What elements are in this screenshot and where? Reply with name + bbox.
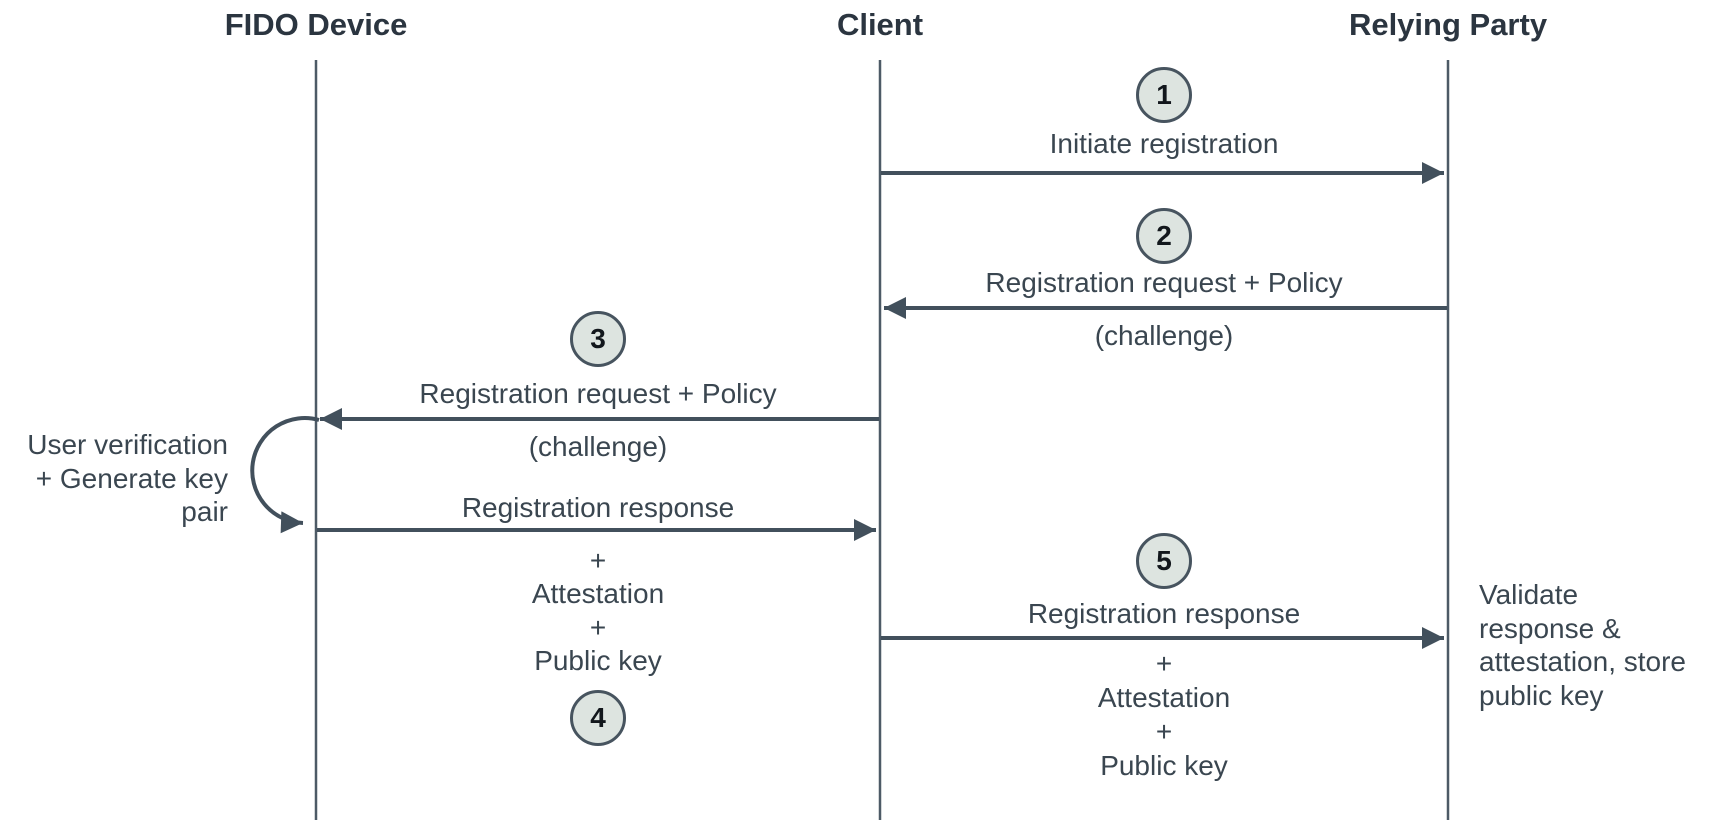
- message-label-1: Initiate registration: [1049, 128, 1279, 159]
- step-badge-2: 2: [1136, 208, 1192, 264]
- actor-label-relying-party: Relying Party: [1348, 7, 1548, 42]
- self-loop-arrow: [250, 416, 320, 534]
- message-subline: Public key: [534, 645, 662, 676]
- device-note: User verification + Generate key pair: [27, 428, 228, 529]
- step-badge-3: 3: [570, 311, 626, 367]
- rp-note-line: response &: [1479, 612, 1621, 644]
- message-subline: +: [1155, 648, 1173, 679]
- rp-note: Validate response & attestation, store p…: [1479, 578, 1686, 712]
- message-label-3: Registration request + Policy: [419, 378, 777, 409]
- step-number: 5: [1156, 545, 1172, 576]
- message-subline: +: [589, 612, 607, 643]
- step-number: 1: [1156, 79, 1172, 110]
- message-subline: +: [1155, 716, 1173, 747]
- device-note-line: + Generate key: [35, 462, 228, 494]
- step-badge-5: 5: [1136, 533, 1192, 589]
- rp-note-line: public key: [1479, 679, 1604, 711]
- rp-note-line: attestation, store: [1479, 646, 1687, 677]
- step-badge-1: 1: [1136, 67, 1192, 123]
- rp-note-line: Validate: [1479, 579, 1579, 610]
- step-number: 4: [590, 702, 606, 733]
- message-label-4: Registration response: [461, 492, 735, 523]
- device-note-line: pair: [181, 496, 228, 527]
- message-subline: Public key: [1100, 750, 1228, 781]
- step-number: 3: [590, 323, 606, 354]
- message-subline: (challenge): [528, 431, 668, 462]
- step-badge-4: 4: [570, 690, 626, 746]
- message-subline: Attestation: [531, 578, 665, 609]
- message-subline: (challenge): [1094, 320, 1234, 351]
- actor-label-fido-device: FIDO Device: [224, 7, 408, 42]
- device-note-line: User verification: [27, 429, 228, 460]
- message-subline: +: [589, 545, 607, 576]
- message-label-2: Registration request + Policy: [985, 267, 1343, 298]
- message-label-5: Registration response: [1027, 598, 1301, 629]
- step-number: 2: [1156, 220, 1172, 251]
- message-subline: Attestation: [1097, 682, 1231, 713]
- actor-label-client: Client: [836, 7, 924, 42]
